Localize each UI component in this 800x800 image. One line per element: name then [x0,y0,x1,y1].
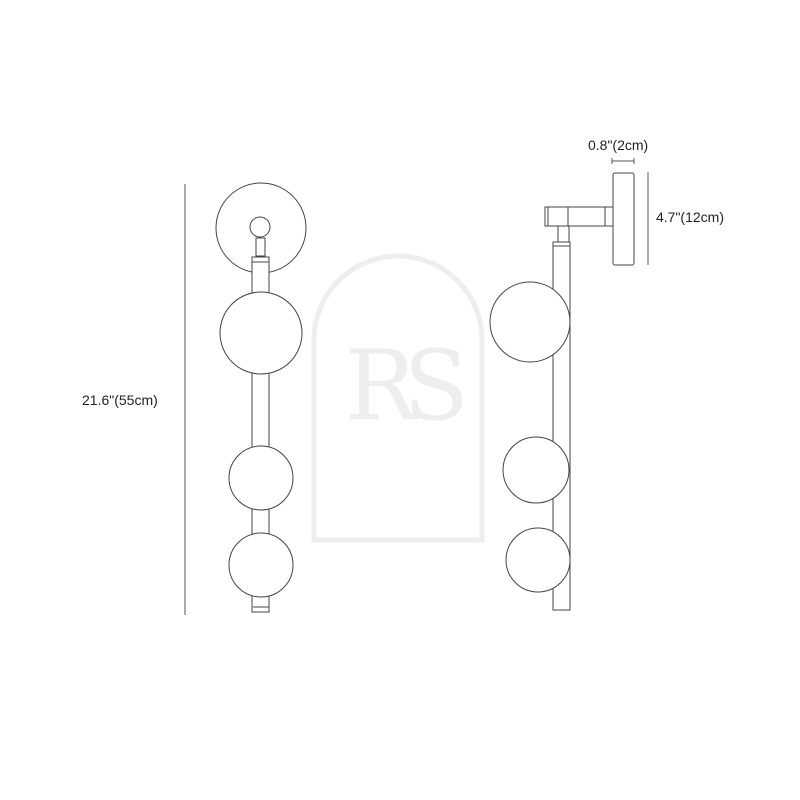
globe-3 [228,532,294,598]
plate-height-label: 4.7"(12cm) [656,209,724,225]
globe-1 [219,291,303,375]
globe-2 [228,445,294,511]
front-view [215,182,307,613]
side-globe-1 [489,281,571,363]
knob [249,216,271,238]
watermark-arch [311,253,485,543]
watermark-logo: RS [344,330,469,442]
arm [544,206,614,227]
neck [255,237,266,257]
side-neck [557,225,570,243]
wall-plate [612,172,635,266]
height-label: 21.6"(55cm) [82,392,158,408]
side-globe-2 [502,436,570,504]
depth-label: 0.8"(2cm) [588,137,649,153]
dimension-lines [184,158,649,615]
side-view [489,172,635,611]
side-globe-3 [505,527,571,593]
